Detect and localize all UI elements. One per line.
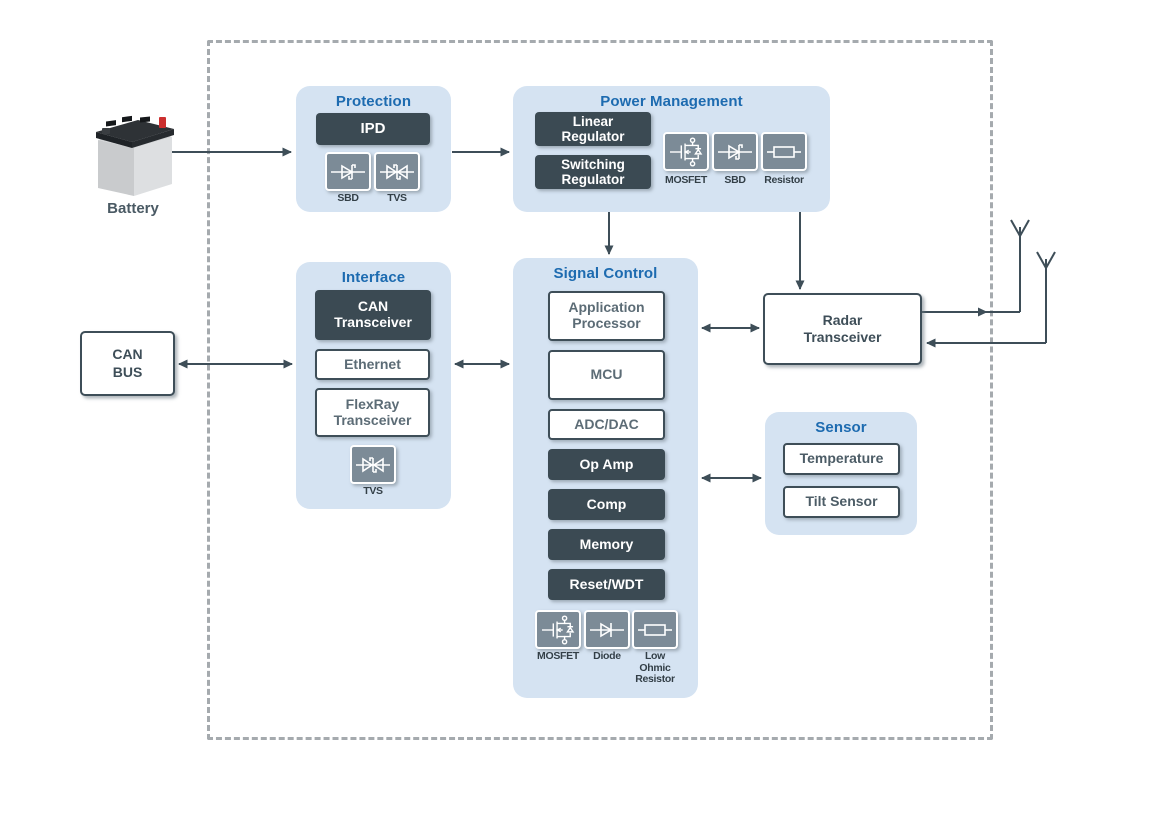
sbd-icon-label: SBD [337,192,359,204]
battery-red-terminal [159,117,166,128]
reset-wdt-block: Reset/WDT [548,569,665,600]
mosfet-icon [663,132,709,171]
ethernet-block: Ethernet [315,349,430,380]
tvs-icon [350,445,396,484]
antenna1-icon [1010,219,1030,312]
resistor-icon-label: Resistor [764,174,804,186]
diode-icon-label: Diode [593,650,621,662]
sbd-icon [325,152,371,191]
temperature-block: Temperature [783,443,900,475]
system-boundary-dashed-box [207,40,993,740]
tvs-icon [374,152,420,191]
comp-block: Comp [548,489,665,520]
op-amp-block: Op Amp [548,449,665,480]
protection-panel-title: Protection [335,93,412,110]
protection-panel: Protection IPD SBD TVS [296,86,451,212]
battery-label: Battery [107,200,159,217]
signal-control-panel: Signal Control Application Processor MCU… [513,258,698,698]
interface-panel-title: Interface [341,269,406,286]
can-transceiver-block: CAN Transceiver [315,290,431,340]
diode-icon [584,610,630,649]
tilt-sensor-block: Tilt Sensor [783,486,900,518]
low-ohmic-resistor-icon [632,610,678,649]
switching-regulator-block: Switching Regulator [535,155,651,189]
mosfet-icon-label: MOSFET [537,650,579,662]
radar-transceiver-node: Radar Transceiver [763,293,922,365]
sbd-icon-label: SBD [724,174,746,186]
application-processor-block: Application Processor [548,291,665,341]
interface-panel: Interface CAN Transceiver Ethernet FlexR… [296,262,451,509]
power-management-panel-title: Power Management [600,93,743,110]
tvs-icon-label: TVS [387,192,407,204]
adc-dac-block: ADC/DAC [548,409,665,440]
sensor-panel-title: Sensor [815,419,867,436]
sbd-icon [712,132,758,171]
battery-image [88,110,178,198]
mosfet-icon-label: MOSFET [665,174,707,186]
linear-regulator-block: Linear Regulator [535,112,651,146]
resistor-icon [761,132,807,171]
tvs-icon-label: TVS [363,485,383,497]
sensor-panel: Sensor Temperature Tilt Sensor [765,412,917,535]
mcu-block: MCU [548,350,665,400]
antenna2-icon [1036,251,1056,343]
ipd-block: IPD [316,113,430,145]
mosfet-icon [535,610,581,649]
power-management-panel: Power Management Linear Regulator Switch… [513,86,830,212]
low-ohmic-resistor-icon-label: Low Ohmic Resistor [635,650,675,686]
flexray-transceiver-block: FlexRay Transceiver [315,388,430,437]
memory-block: Memory [548,529,665,560]
signal-control-panel-title: Signal Control [553,265,658,282]
can-bus-node: CAN BUS [80,331,175,396]
